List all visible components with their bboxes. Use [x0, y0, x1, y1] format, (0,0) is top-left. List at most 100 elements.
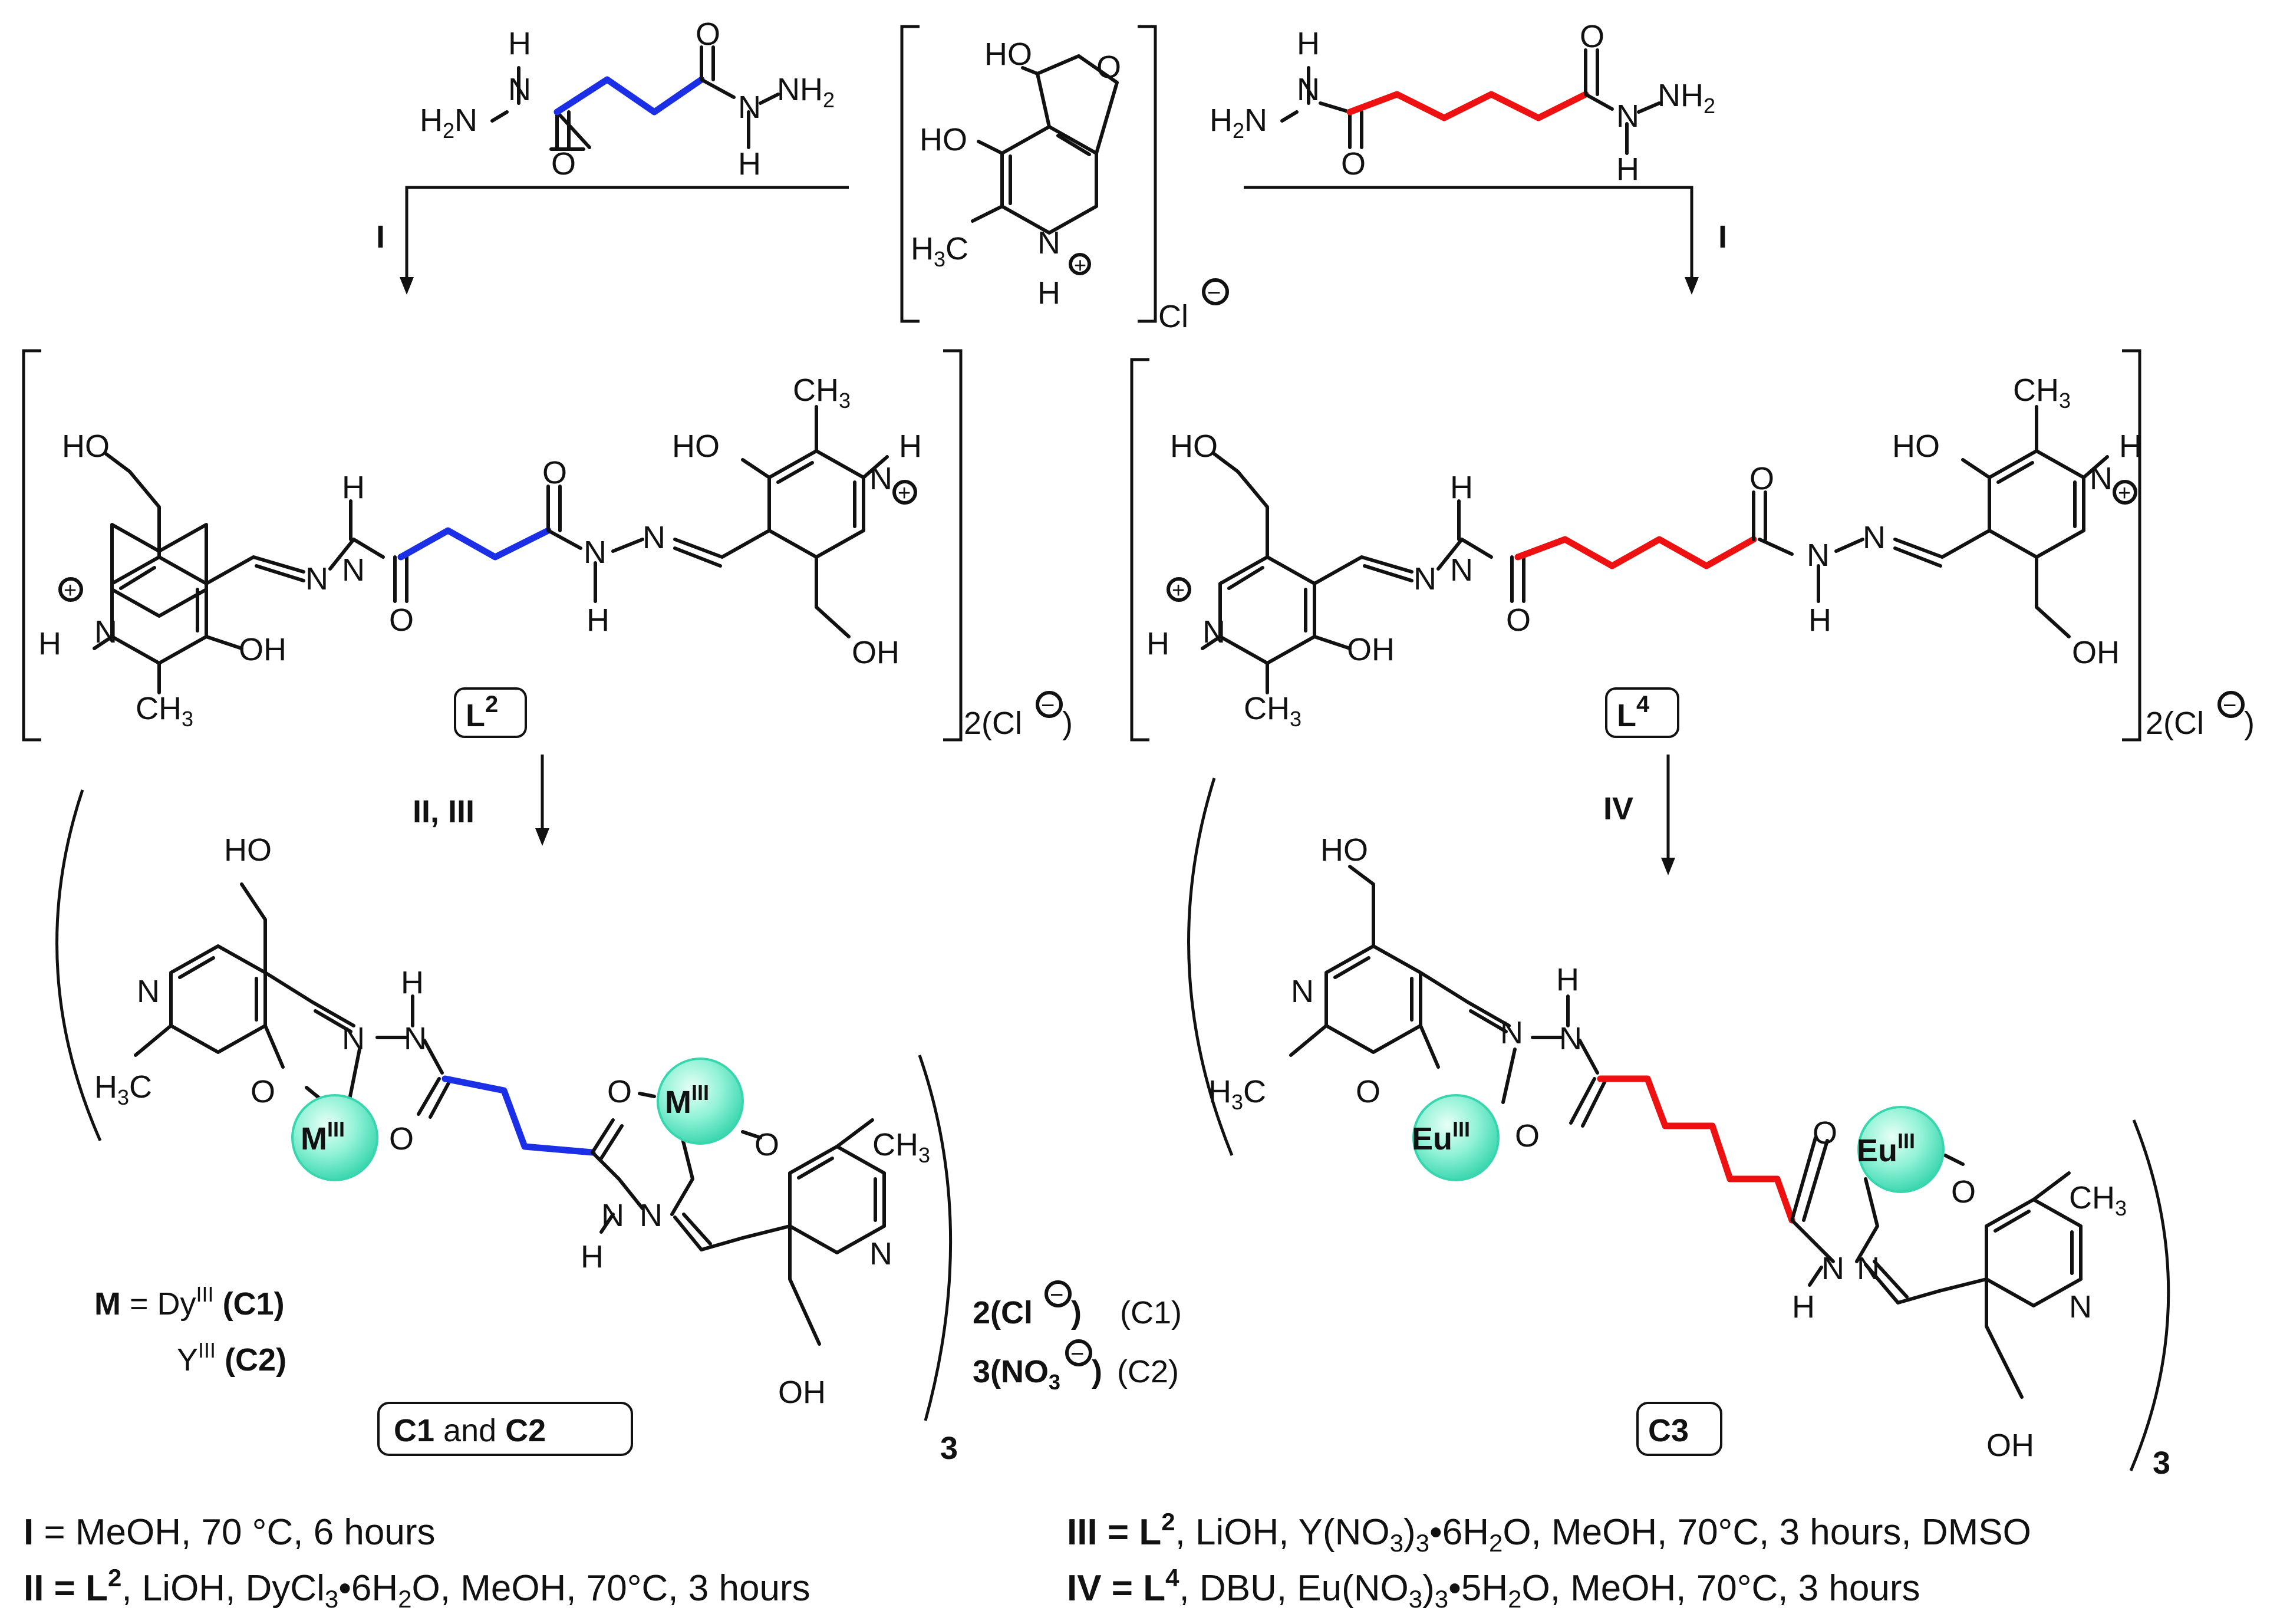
atom-H: H — [1792, 1289, 1815, 1325]
atom-N: N — [342, 1021, 365, 1056]
atom-CH3: CH3 — [872, 1127, 930, 1167]
metal-label: MIII — [665, 1081, 709, 1120]
atom-N: N — [1500, 1015, 1523, 1050]
charge-minus: − — [1041, 693, 1055, 719]
atom-N: N — [342, 552, 365, 588]
atom-N: N — [1450, 552, 1473, 588]
atom-N: N — [1413, 561, 1436, 597]
chloride: Cl — [1158, 299, 1188, 334]
atom-O: O — [389, 602, 414, 638]
counterion-L2: 2(Cl — [964, 706, 1022, 741]
atom-O: O — [542, 455, 567, 490]
metal-sphere-Eu — [1412, 1094, 1500, 1181]
atom-O: O — [1506, 602, 1531, 638]
metal-sphere — [291, 1094, 378, 1181]
atom-CH3: CH3 — [1244, 691, 1301, 731]
atom-HO: HO — [1320, 832, 1368, 868]
atom-H: H — [581, 1239, 604, 1274]
succinic-dihydrazide: H N H2N O O N H NH2 — [420, 17, 835, 182]
charge-plus: + — [2118, 481, 2131, 506]
atom-HO: HO — [62, 429, 110, 464]
arrow-label-I: I — [1718, 219, 1727, 255]
atom-HO: HO — [984, 37, 1032, 72]
arrow-label-I: I — [376, 219, 385, 255]
atom-N: N — [640, 1198, 663, 1233]
atom-H: H — [1450, 470, 1473, 505]
paren: ) — [1071, 1295, 1082, 1330]
legend-Y: YIII (C2) — [177, 1338, 286, 1378]
atom-N: N — [2090, 461, 2113, 496]
label-C1-and-C2: C1 and C2 — [394, 1413, 546, 1448]
pyridoxal-hydrochloride: HO O HO H3C N H + Cl − — [900, 25, 1229, 334]
atom-H: H — [508, 26, 531, 61]
atom-N: N — [1291, 974, 1314, 1009]
atom-O: O — [754, 1127, 779, 1162]
atom-OH: OH — [239, 632, 286, 667]
atom-N: N — [137, 974, 160, 1009]
counterion-C1-tag: (C1) — [1120, 1295, 1182, 1330]
atom-N: N — [1857, 1251, 1880, 1286]
metal-sphere — [657, 1058, 744, 1145]
atom-H2N: H2N — [1210, 103, 1267, 143]
metal-sphere-Eu — [1857, 1106, 1945, 1193]
atom-N: N — [738, 90, 761, 125]
atom-O: O — [1356, 1074, 1380, 1109]
legend-M: M = DyIII (C1) — [94, 1282, 285, 1322]
arrow-label-II-III: II, III — [413, 794, 475, 829]
label-L4: L4 — [1617, 691, 1650, 733]
atom-O: O — [1515, 1118, 1540, 1154]
arrow-step-I-right: I — [1244, 186, 1727, 295]
atom-N: N — [642, 520, 665, 555]
condition-II: II = L2, LiOH, DyCl3•6H2O, MeOH, 70°C, 3… — [24, 1564, 810, 1613]
atom-H: H — [1037, 275, 1060, 311]
atom-N: N — [1807, 538, 1830, 573]
label-L2: L2 — [466, 691, 498, 733]
atom-CH3: CH3 — [2013, 373, 2071, 413]
ligand-L4: HO + H N OH CH3 N H N O O N H N HO CH3 N… — [1130, 349, 2255, 742]
atom-N: N — [584, 535, 607, 570]
ligand-L2: HO + H N OH CH3 N H N O O N H N HO CH3 N… — [22, 349, 1073, 742]
atom-H: H — [342, 470, 365, 505]
atom-N: N — [1297, 72, 1320, 107]
charge-minus: − — [1207, 280, 1221, 306]
condition-III: III = L2, LiOH, Y(NO3)3•6H2O, MeOH, 70°C… — [1067, 1508, 2031, 1557]
atom-H2N: H2N — [420, 103, 477, 143]
atom-HO: HO — [920, 122, 967, 157]
atom-OH: OH — [1986, 1428, 2034, 1463]
stoichiometry-3: 3 — [2153, 1445, 2170, 1481]
metal-label: MIII — [301, 1117, 345, 1157]
atom-N: N — [2069, 1289, 2092, 1325]
atom-H: H — [38, 626, 61, 661]
atom-H: H — [1556, 962, 1579, 997]
atom-N: N — [601, 1198, 624, 1233]
atom-O: O — [1749, 461, 1774, 496]
charge-plus: + — [898, 481, 911, 506]
atom-N: N — [1863, 520, 1886, 555]
atom-HO: HO — [1892, 429, 1940, 464]
atom-CH3: CH3 — [793, 373, 851, 413]
atom-CH3: CH3 — [136, 691, 193, 731]
atom-OH: OH — [778, 1375, 826, 1410]
atom-N: N — [1037, 225, 1060, 261]
atom-H: H — [738, 146, 761, 182]
atom-OH: OH — [2072, 635, 2120, 670]
atom-H: H — [401, 965, 424, 1000]
atom-NH2: NH2 — [777, 72, 835, 112]
complex-C3: HO N H3C O N H N O O N N H O CH3 N OH Eu… — [1187, 778, 2170, 1481]
atom-CH3: CH3 — [2069, 1180, 2127, 1220]
atom-N: N — [1559, 1021, 1582, 1056]
arrow-step-I-left: I — [376, 186, 849, 295]
atom-OH: OH — [852, 635, 899, 670]
paren: ) — [2244, 706, 2255, 741]
charge-minus: − — [1050, 1282, 1063, 1308]
charge-plus: + — [1172, 578, 1185, 603]
atom-O: O — [1096, 50, 1121, 85]
atom-H: H — [1616, 151, 1639, 187]
conditions-right: III = L2, LiOH, Y(NO3)3•6H2O, MeOH, 70°C… — [1067, 1508, 2031, 1613]
atom-N: N — [869, 1236, 892, 1271]
atom-N: N — [404, 1021, 427, 1056]
arrow-step-IV: IV — [1603, 755, 1675, 875]
condition-IV: IV = L4, DBU, Eu(NO3)3•5H2O, MeOH, 70°C,… — [1067, 1564, 1920, 1613]
atom-HO: HO — [672, 429, 720, 464]
stoichiometry-3: 3 — [940, 1431, 958, 1466]
